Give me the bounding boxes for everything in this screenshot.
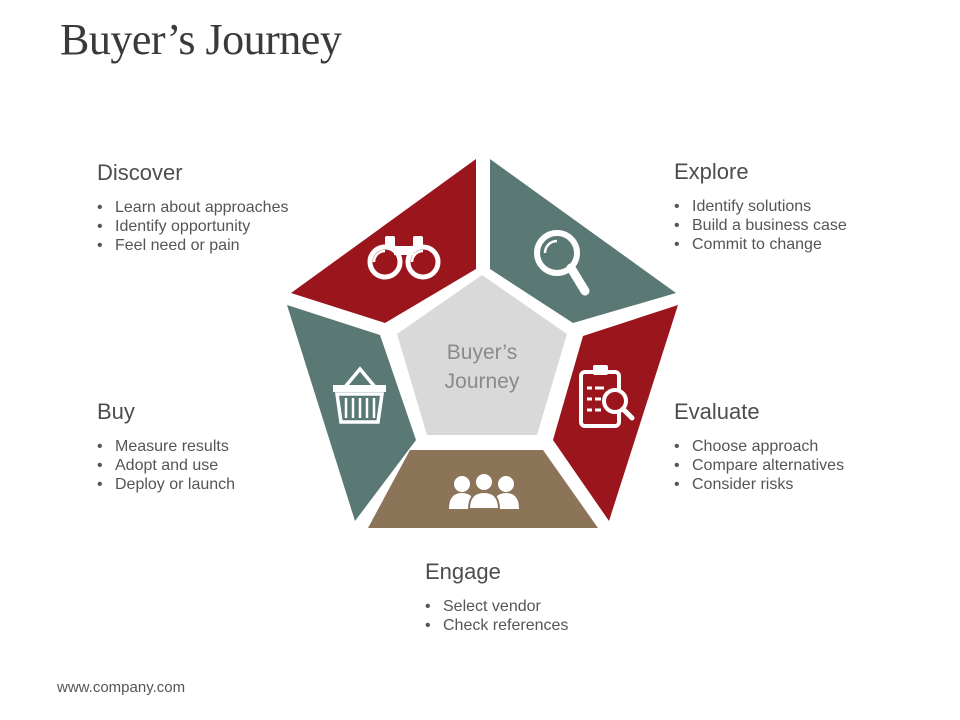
list-item: Commit to change bbox=[674, 235, 847, 254]
clipboard-search-icon bbox=[579, 365, 635, 428]
list-item: Compare alternatives bbox=[674, 456, 844, 475]
page-title: Buyer’s Journey bbox=[60, 15, 342, 64]
list-item: Feel need or pain bbox=[97, 236, 288, 255]
stage-engage-bullets: Select vendor Check references bbox=[425, 597, 568, 635]
list-item: Measure results bbox=[97, 437, 235, 456]
stage-evaluate: Evaluate Choose approach Compare alterna… bbox=[674, 399, 844, 494]
stage-explore-bullets: Identify solutions Build a business case… bbox=[674, 197, 847, 254]
list-item: Deploy or launch bbox=[97, 475, 235, 494]
segment-buy bbox=[287, 305, 416, 521]
magnifier-icon bbox=[534, 230, 590, 296]
footer-website: www.company.com bbox=[57, 679, 186, 696]
stage-buy-title: Buy bbox=[97, 399, 135, 424]
stage-discover-bullets: Learn about approaches Identify opportun… bbox=[97, 198, 288, 255]
stage-evaluate-title: Evaluate bbox=[674, 399, 760, 424]
stage-buy-bullets: Measure results Adopt and use Deploy or … bbox=[97, 437, 235, 494]
center-pentagon bbox=[397, 275, 567, 435]
list-item: Choose approach bbox=[674, 437, 844, 456]
list-item: Build a business case bbox=[674, 216, 847, 235]
stage-discover: Discover Learn about approaches Identify… bbox=[97, 160, 288, 255]
segment-explore bbox=[490, 159, 676, 323]
binoculars-icon bbox=[367, 236, 441, 280]
list-item: Identify solutions bbox=[674, 197, 847, 216]
stage-explore: Explore Identify solutions Build a busin… bbox=[674, 159, 847, 254]
list-item: Adopt and use bbox=[97, 456, 235, 475]
center-label-line2: Journey bbox=[445, 370, 520, 393]
stage-discover-title: Discover bbox=[97, 160, 183, 185]
list-item: Learn about approaches bbox=[97, 198, 288, 217]
stage-evaluate-bullets: Choose approach Compare alternatives Con… bbox=[674, 437, 844, 494]
people-group-icon bbox=[449, 472, 519, 510]
stage-engage: Engage Select vendor Check references bbox=[425, 559, 568, 635]
shopping-basket-icon bbox=[333, 366, 386, 424]
center-label-line1: Buyer’s bbox=[447, 341, 517, 364]
list-item: Check references bbox=[425, 616, 568, 635]
list-item: Identify opportunity bbox=[97, 217, 288, 236]
list-item: Select vendor bbox=[425, 597, 568, 616]
stage-buy: Buy Measure results Adopt and use Deploy… bbox=[97, 399, 235, 494]
stage-engage-title: Engage bbox=[425, 559, 501, 584]
stage-explore-title: Explore bbox=[674, 159, 749, 184]
segment-discover bbox=[291, 159, 476, 323]
list-item: Consider risks bbox=[674, 475, 844, 494]
